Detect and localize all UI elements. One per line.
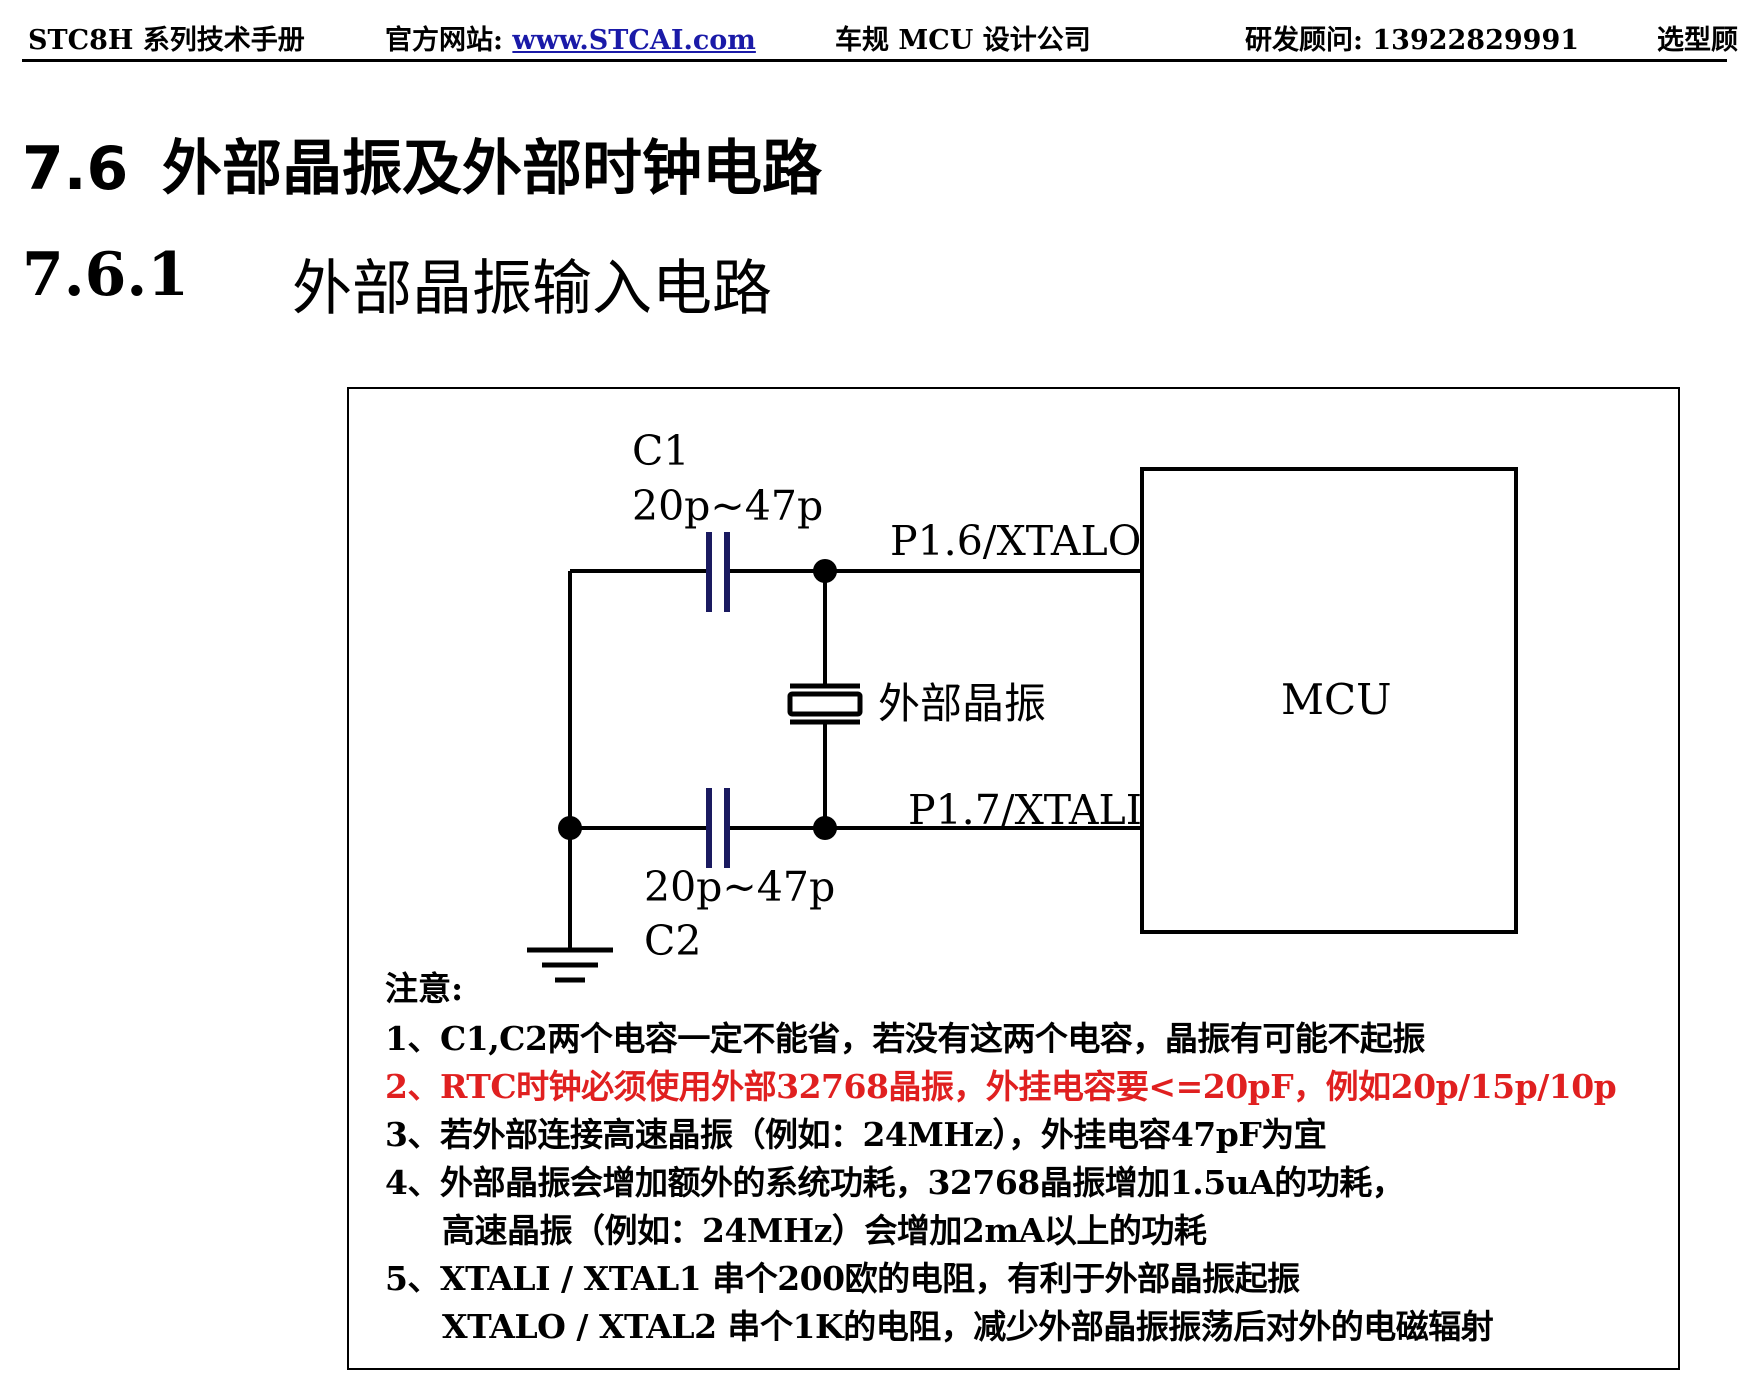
- header-manual-title: STC8H 系列技术手册: [28, 25, 305, 56]
- junction-bottom-right: [813, 816, 837, 840]
- note-item-3: 3、若外部连接高速晶振（例如：24MHz），外挂电容47pF为宜: [385, 1115, 1327, 1154]
- mcu-label: MCU: [1281, 675, 1392, 724]
- section-number: 7.6: [22, 134, 129, 204]
- header-company: 车规 MCU 设计公司: [835, 25, 1091, 56]
- c2-name-label: C2: [644, 917, 701, 965]
- crystal-label: 外部晶振: [878, 679, 1046, 728]
- junction-bottom-left: [558, 816, 582, 840]
- c1-value-label: 20p~47p: [632, 482, 823, 530]
- pin-xtalo-label: P1.6/XTALO: [890, 517, 1141, 565]
- crystal-symbol: [787, 683, 863, 725]
- header-rule: [22, 59, 1727, 62]
- note-item-5-continued: XTALO / XTAL2 串个1K的电阻，减少外部晶振振荡后对外的电磁辐射: [442, 1307, 1494, 1346]
- c1-name-label: C1: [632, 427, 689, 475]
- note-item-1: 1、C1,C2两个电容一定不能省，若没有这两个电容，晶振有可能不起振: [385, 1019, 1425, 1058]
- junction-top: [813, 559, 837, 583]
- subsection-heading: 7.6.1 外部晶振输入电路: [22, 240, 772, 324]
- note-item-4-continued: 高速晶振（例如：24MHz）会增加2mA以上的功耗: [442, 1211, 1207, 1250]
- mcu-box: [1140, 467, 1518, 934]
- note-item-5: 5、XTALI / XTAL1 串个200欧的电阻，有利于外部晶振起振: [385, 1259, 1300, 1298]
- pin-xtali-label: P1.7/XTALI: [908, 786, 1142, 834]
- header-website-label: 官方网站:: [385, 25, 513, 56]
- note-item-2: 2、RTC时钟必须使用外部32768晶振，外挂电容要<=20pF，例如20p/1…: [385, 1067, 1617, 1106]
- note-item-4: 4、外部晶振会增加额外的系统功耗，32768晶振增加1.5uA的功耗，: [385, 1163, 1405, 1202]
- subsection-title: 外部晶振输入电路: [292, 254, 772, 324]
- header-website-link[interactable]: www.STCAI.com: [512, 25, 756, 56]
- header-advisor: 研发顾问: 13922829991: [1245, 25, 1580, 56]
- c2-value-label: 20p~47p: [644, 863, 835, 911]
- notes-title: 注意:: [385, 969, 464, 1008]
- header-right-cut: 选型顾: [1657, 25, 1738, 56]
- header-website: 官方网站: www.STCAI.com: [385, 18, 756, 57]
- ground-symbol: [527, 947, 613, 983]
- section-heading: 7.6 外部晶振及外部时钟电路: [22, 120, 822, 207]
- figure-frame: [347, 387, 1680, 1370]
- section-title: 外部晶振及外部时钟电路: [162, 134, 822, 204]
- subsection-number: 7.6.1: [22, 240, 190, 310]
